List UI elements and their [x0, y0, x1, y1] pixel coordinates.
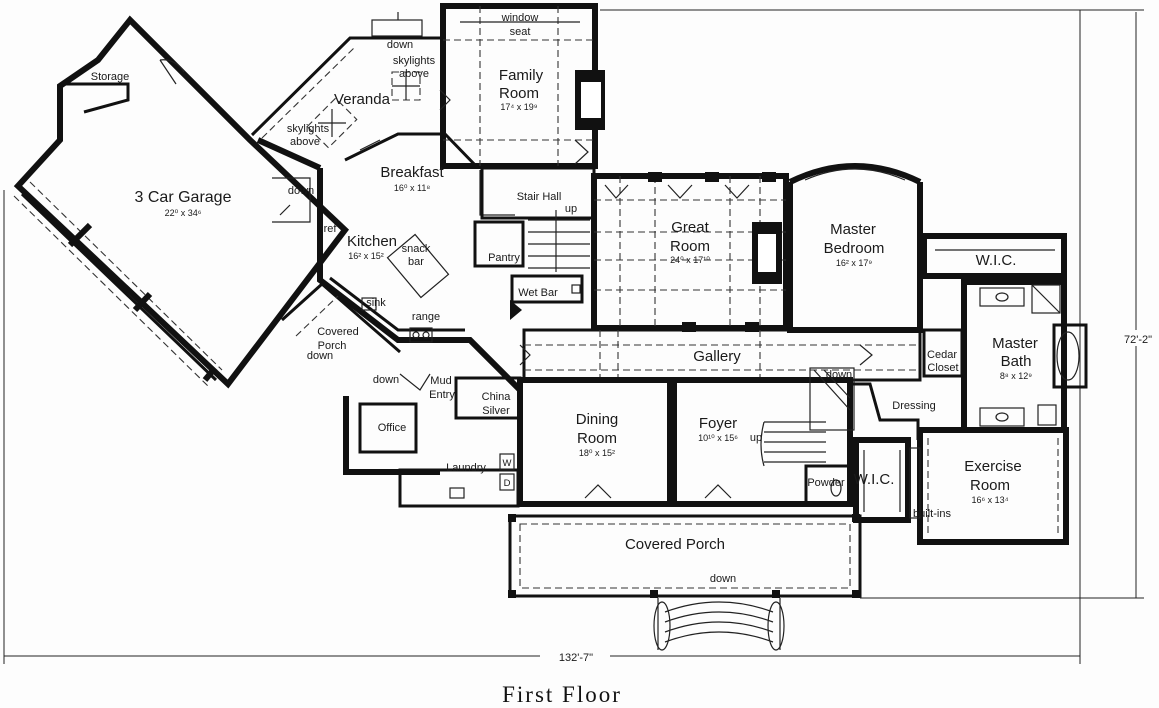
office-label: Office — [378, 422, 407, 434]
family-room-line1: Family — [499, 67, 544, 84]
exercise-room-size: 16⁶ x 13⁴ — [971, 495, 1008, 505]
family-room — [439, 3, 605, 169]
master-bedroom-line1: Master — [830, 221, 876, 238]
garage-name: 3 Car Garage — [135, 189, 232, 206]
dining-room-line1: Dining — [576, 411, 619, 428]
window-seat-line2: seat — [510, 26, 531, 38]
master-bedroom-line2: Bedroom — [824, 240, 885, 257]
dining-room-line2: Room — [577, 430, 617, 447]
foyer-size: 10¹⁰ x 15⁶ — [698, 433, 738, 443]
wic-bottom-label: W.I.C. — [854, 471, 895, 488]
gallery-down-label: down — [826, 369, 852, 381]
porch-front-down-label: down — [710, 573, 736, 585]
sink-label: sink — [366, 297, 386, 309]
dining-foyer — [517, 367, 855, 507]
exercise-room-line2: Room — [970, 477, 1010, 494]
gallery-label: Gallery — [693, 348, 741, 365]
breakfast-label: Breakfast — [380, 164, 444, 181]
master-bath-size: 8⁸ x 12⁹ — [1000, 371, 1032, 381]
garage-wing — [13, 15, 350, 389]
kitchen-size: 16² x 15² — [348, 251, 384, 261]
china-silver-line2: Silver — [482, 405, 510, 417]
mud-entry-line1: Mud — [430, 375, 451, 387]
side-service-wing — [280, 281, 522, 508]
side-porch-down-label-b: down — [373, 374, 399, 386]
veranda-down-label: down — [387, 39, 413, 51]
great-room-size: 24⁰ x 17¹⁰ — [670, 255, 710, 265]
veranda — [250, 12, 440, 171]
breakfast-kitchen — [317, 132, 523, 393]
dining-room-size: 18⁰ x 15² — [579, 448, 615, 458]
garage-size: 22⁰ x 34⁶ — [165, 208, 202, 218]
master-bedroom-size: 16² x 17⁹ — [836, 258, 873, 268]
skylights-b-line1: skylights — [287, 123, 330, 135]
covered-porch-side-line2: Porch — [318, 340, 347, 352]
great-room-line2: Room — [670, 238, 710, 255]
range-label: range — [412, 311, 440, 323]
wet-bar-label: Wet Bar — [518, 287, 558, 299]
stair-hall — [473, 166, 596, 320]
dimension-labels: 132'-7" 72'-2" — [540, 330, 1159, 664]
kitchen-label: Kitchen — [347, 233, 397, 250]
family-room-size: 17⁴ x 19⁹ — [500, 102, 537, 112]
pantry-label: Pantry — [488, 252, 520, 264]
dressing-label: Dressing — [892, 400, 935, 412]
great-room — [591, 172, 789, 332]
master-bath-line1: Master — [992, 335, 1038, 352]
exercise-room-line1: Exercise — [964, 458, 1022, 475]
storage-label: Storage — [91, 71, 130, 83]
covered-porch-side-line1: Covered — [317, 326, 359, 338]
master-bath-line2: Bath — [1001, 353, 1032, 370]
skylights-a-line2: above — [399, 68, 429, 80]
overall-width-label: 132'-7" — [559, 652, 593, 664]
snack-bar-line2: bar — [408, 256, 424, 268]
breakfast-down-label: down — [288, 185, 314, 197]
snack-bar-line1: snack — [402, 243, 431, 255]
covered-porch-front-label: Covered Porch — [625, 536, 725, 553]
washer-label: W — [503, 458, 512, 469]
great-room-line1: Great — [671, 219, 709, 236]
powder-label: Powder — [807, 477, 845, 489]
stair-hall-up-label: up — [565, 203, 577, 215]
side-porch-down-label-a: down — [307, 350, 333, 362]
breakfast-size: 16⁰ x 11⁸ — [394, 183, 430, 193]
dressing-exercise — [850, 382, 1069, 545]
skylights-b-line2: above — [290, 136, 320, 148]
floor-title: First Floor — [502, 682, 622, 707]
family-room-line2: Room — [499, 85, 539, 102]
cedar-closet-line2: Closet — [927, 362, 958, 374]
skylights-a-line1: skylights — [393, 55, 436, 67]
foyer-label: Foyer — [699, 415, 737, 432]
ref-label: ref — [324, 223, 338, 235]
dryer-label: D — [504, 478, 511, 489]
china-silver-line1: China — [482, 391, 512, 403]
cedar-closet-line1: Cedar — [927, 349, 957, 361]
mud-entry-line2: Entry — [429, 389, 455, 401]
covered-porch-front — [508, 514, 862, 651]
built-ins-label: built-ins — [913, 508, 951, 520]
wic-top-label: W.I.C. — [976, 252, 1017, 269]
window-seat-line1: window — [501, 12, 539, 24]
foyer-up-label: up — [750, 432, 762, 444]
stair-hall-label: Stair Hall — [517, 191, 562, 203]
room-labels: 3 Car Garage 22⁰ x 34⁶ Storage Veranda s… — [91, 12, 1038, 585]
laundry-label: Laundry — [446, 462, 486, 474]
overall-depth-label: 72'-2" — [1124, 334, 1152, 346]
veranda-label: Veranda — [334, 91, 391, 108]
